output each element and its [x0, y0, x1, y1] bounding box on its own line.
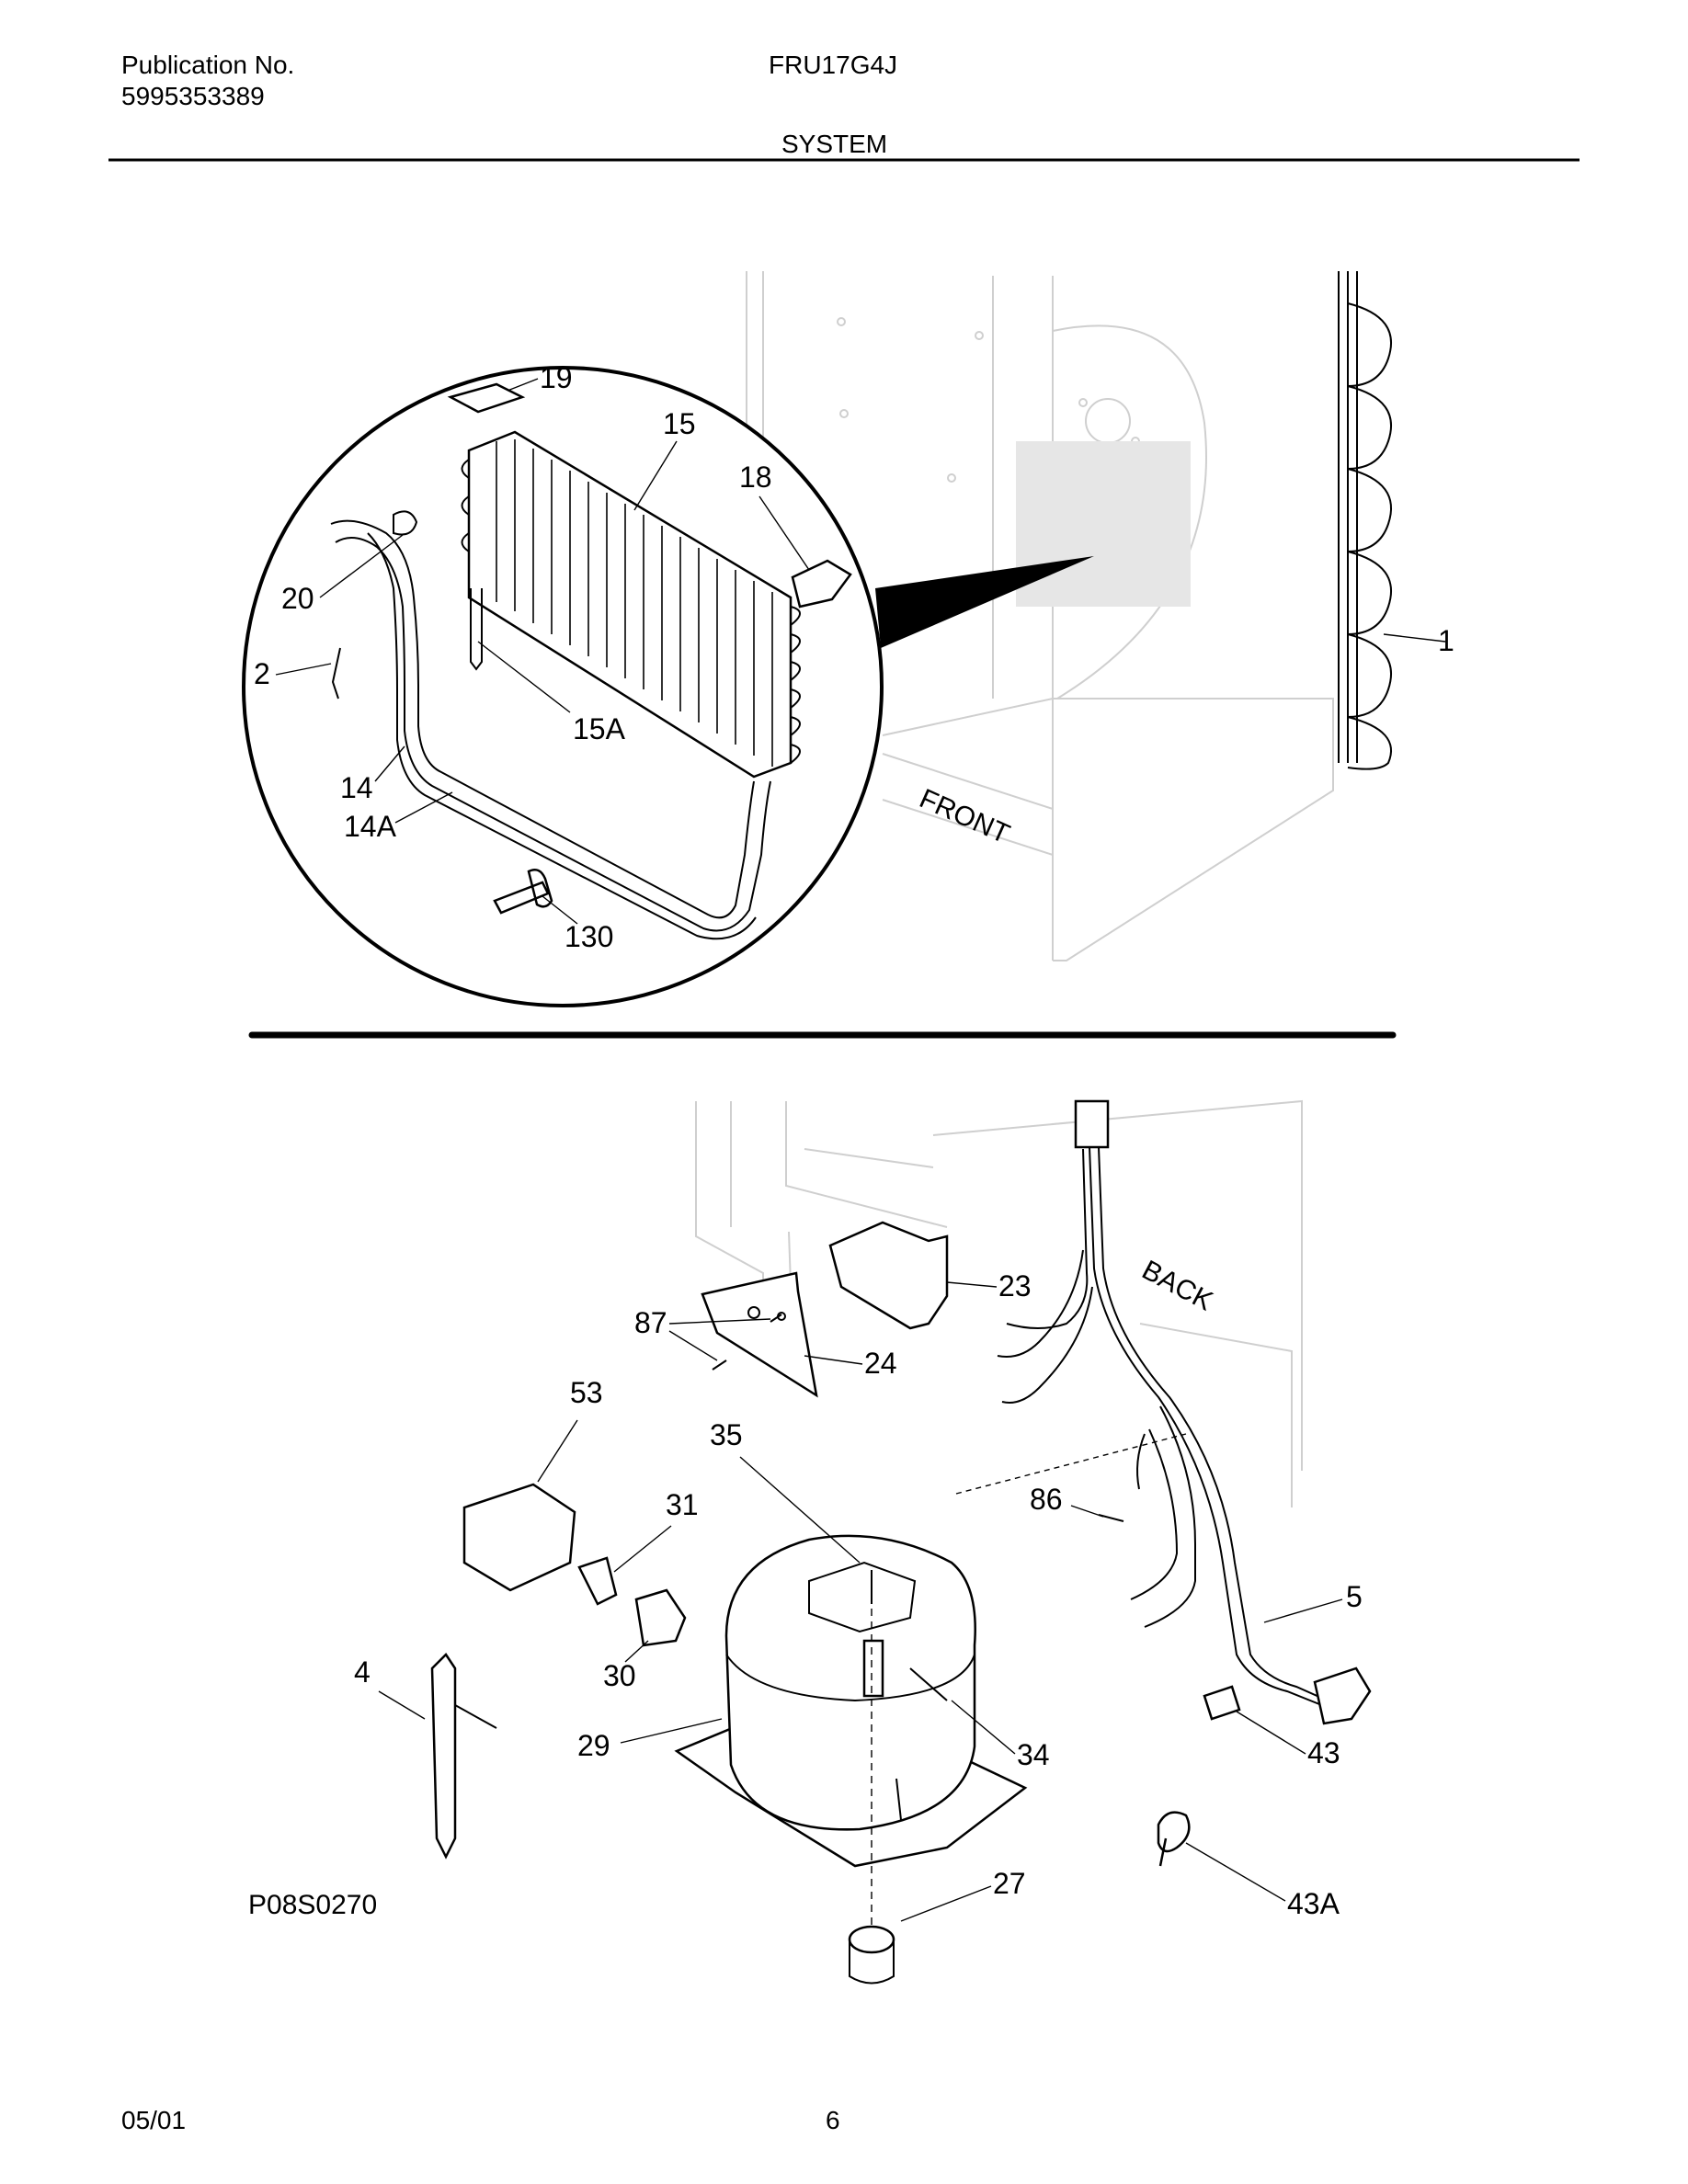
- callout-2: 2: [254, 657, 270, 690]
- callout-34: 34: [1017, 1738, 1050, 1771]
- callout-30: 30: [603, 1659, 636, 1692]
- detail-magnifier: [242, 366, 884, 1007]
- publication-label: Publication No.: [121, 51, 295, 79]
- callout-31: 31: [666, 1488, 699, 1521]
- footer-date: 05/01: [121, 2106, 187, 2134]
- callout-35: 35: [710, 1418, 743, 1451]
- callout-5: 5: [1346, 1580, 1363, 1613]
- cabinet-outline-bottom: [695, 1099, 1303, 1507]
- part-87-screws: [712, 1314, 782, 1371]
- detail-pointer: [875, 556, 1094, 648]
- part-53-overload: [462, 1483, 576, 1592]
- callout-27: 27: [993, 1867, 1026, 1900]
- part-130-plug: [493, 869, 553, 915]
- top-callouts: 19 15 18 20 2 15A 14 14A 130 1: [254, 361, 1454, 953]
- callout-14: 14: [340, 771, 373, 804]
- page-number: 6: [826, 2106, 840, 2134]
- suction-tube: [330, 519, 771, 940]
- callout-4: 4: [354, 1655, 371, 1689]
- bottom-callouts: 87 23 24 53 35 31 86 5 30 4 29 34 43 27 …: [354, 1269, 1363, 1922]
- callout-14A: 14A: [344, 810, 397, 843]
- callout-20: 20: [281, 582, 314, 615]
- callout-24: 24: [864, 1347, 897, 1380]
- part-19-shield: [447, 382, 526, 414]
- part-23-relay: [828, 1221, 949, 1330]
- callout-53: 53: [570, 1376, 603, 1409]
- callout-86: 86: [1030, 1483, 1063, 1516]
- model-number: FRU17G4J: [769, 51, 898, 79]
- publication-number: 5995353389: [121, 82, 265, 110]
- callout-43A: 43A: [1287, 1887, 1340, 1920]
- compressor: [674, 1534, 1028, 1985]
- callout-19: 19: [540, 361, 573, 394]
- figure-code: P08S0270: [248, 1890, 377, 1920]
- label-back: BACK: [1137, 1255, 1218, 1316]
- label-front: FRONT: [915, 783, 1014, 849]
- callout-1: 1: [1438, 624, 1454, 657]
- section-title: SYSTEM: [781, 130, 888, 158]
- callout-15A: 15A: [573, 712, 626, 745]
- part-18-bracket: [791, 559, 852, 609]
- callout-18: 18: [739, 461, 772, 494]
- part-30-relay: [634, 1588, 687, 1647]
- part-24-bracket: [701, 1271, 818, 1398]
- callout-130: 130: [565, 920, 613, 953]
- part-31-cover: [577, 1556, 618, 1606]
- callout-43: 43: [1307, 1736, 1340, 1769]
- callout-29: 29: [577, 1729, 610, 1762]
- part-2-clip: [331, 647, 341, 700]
- callout-23: 23: [998, 1269, 1032, 1302]
- callout-87: 87: [634, 1306, 667, 1339]
- callout-15: 15: [663, 407, 696, 440]
- power-cord: [997, 1099, 1372, 1725]
- part-43-clip: [1203, 1685, 1241, 1721]
- part-20-thermostat: [393, 510, 418, 536]
- evaporator: [461, 430, 801, 779]
- condenser-coil: [1338, 271, 1446, 770]
- part-4-drier: [430, 1653, 457, 1860]
- part-43A-clamp: [1157, 1811, 1191, 1867]
